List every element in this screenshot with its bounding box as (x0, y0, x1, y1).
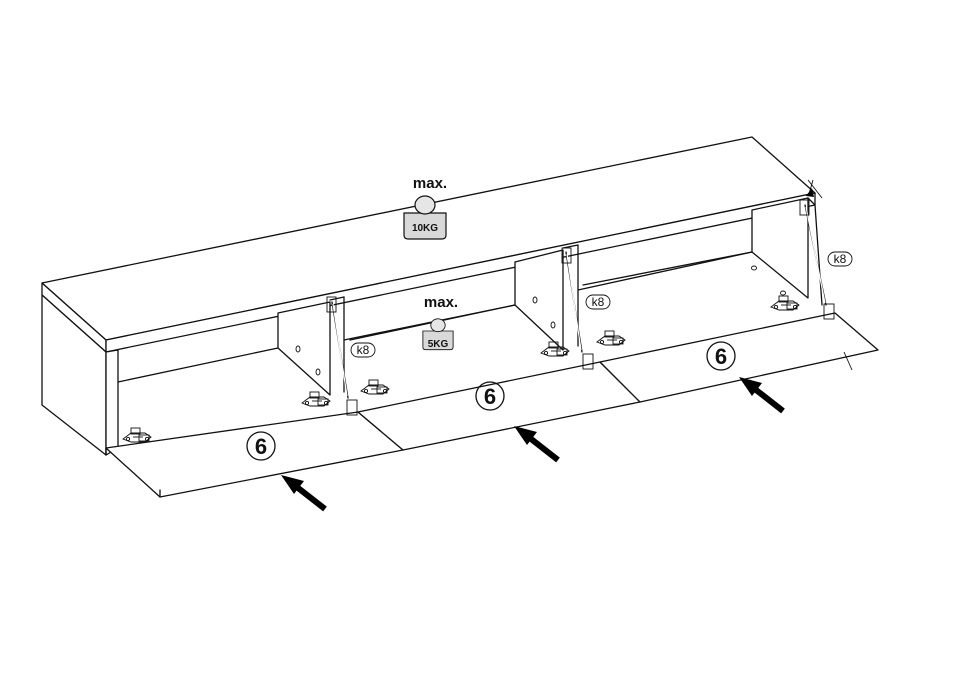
gas-piston-icon (799, 199, 835, 320)
hinge-icon (770, 295, 800, 311)
svg-text:k8: k8 (834, 252, 847, 266)
hinge-icon (360, 379, 390, 395)
svg-text:max.: max. (424, 294, 458, 311)
hinge-icon (122, 427, 152, 443)
svg-text:6: 6 (715, 344, 727, 369)
svg-text:6: 6 (255, 434, 267, 459)
svg-text:5KG: 5KG (428, 339, 449, 350)
svg-text:6: 6 (484, 384, 496, 409)
svg-text:10KG: 10KG (412, 223, 438, 234)
gas-piston-icon (326, 296, 358, 416)
max-load-shelf: max. 5KG (422, 294, 458, 351)
piston-label-left: k8 (350, 342, 376, 358)
push-arrow-icon (739, 377, 785, 414)
part-number-middle: 6 (475, 381, 505, 411)
push-arrow-icon (514, 426, 560, 463)
svg-text:k8: k8 (592, 295, 605, 309)
flap-door-right (599, 179, 879, 403)
gas-piston-icon (561, 247, 594, 370)
part-number-left: 6 (246, 431, 276, 461)
part-number-right: 6 (706, 341, 736, 371)
piston-label-right: k8 (827, 251, 853, 267)
piston-label-middle: k8 (585, 294, 611, 310)
left-side-panel (41, 294, 119, 456)
svg-text:k8: k8 (357, 343, 370, 357)
hinge-icon (540, 341, 570, 357)
top-panel (41, 136, 816, 353)
push-arrow-icon (281, 475, 327, 512)
hinge-icon (301, 391, 331, 407)
svg-text:max.: max. (413, 175, 447, 192)
max-load-top: max. 10KG (403, 175, 447, 240)
hinge-icon (596, 330, 626, 346)
corner-arrow-icon (806, 179, 814, 197)
